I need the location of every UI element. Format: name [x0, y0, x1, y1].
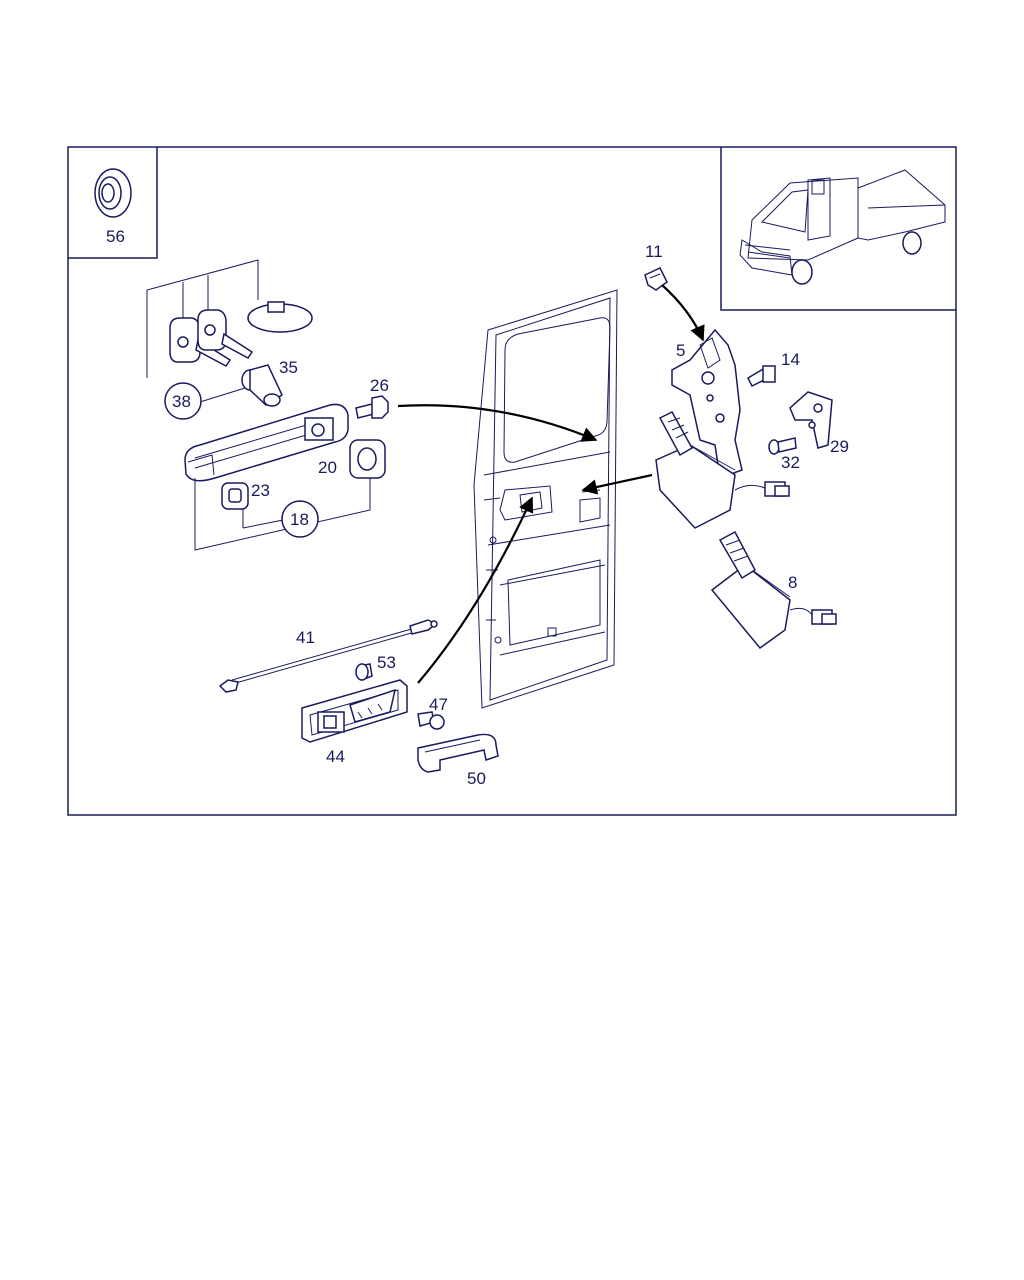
arrow-clip-to-lock — [661, 284, 705, 342]
gasket-23 — [221, 482, 249, 510]
callout-circle-38 — [164, 382, 202, 420]
key-blank-right — [197, 309, 254, 359]
screw-47: 47 — [417, 695, 448, 730]
label-47: 47 — [429, 695, 448, 714]
label-56: 56 — [106, 227, 125, 246]
callout-circle-18 — [281, 500, 319, 538]
plug-53: 53 — [355, 653, 396, 682]
label-18: 18 — [290, 510, 309, 529]
label-11: 11 — [645, 242, 663, 261]
label-53: 53 — [377, 653, 396, 672]
central-lock-actuator-8: 8 — [710, 530, 837, 650]
label-35: 35 — [279, 358, 298, 377]
label-20: 20 — [318, 458, 337, 477]
outer-door-handle — [184, 403, 349, 482]
gasket-20: 20 — [318, 439, 386, 479]
clip-11: 11 — [644, 242, 668, 291]
pull-grip-50: 50 — [417, 733, 499, 788]
screw-26: 26 — [355, 376, 389, 419]
key-ring — [247, 301, 313, 333]
diagram-frame — [67, 146, 957, 816]
bolt-14: 14 — [747, 350, 800, 388]
label-32: 32 — [781, 453, 800, 472]
label-38: 38 — [172, 392, 191, 411]
inner-handle-44: 44 — [301, 679, 408, 766]
callout-group-38: 38 — [146, 259, 313, 420]
label-44: 44 — [326, 747, 345, 766]
label-26: 26 — [370, 376, 389, 395]
label-8: 8 — [788, 573, 797, 592]
label-23: 23 — [251, 481, 270, 500]
central-lock-actuator-upper — [655, 411, 790, 529]
arrow-lock-to-door — [581, 473, 653, 495]
label-5: 5 — [676, 341, 685, 360]
label-41: 41 — [296, 628, 315, 647]
label-50: 50 — [467, 769, 486, 788]
bracket-29: 29 — [789, 391, 849, 456]
vehicle-inset — [720, 147, 956, 311]
rear-door-panel — [473, 289, 618, 709]
label-14: 14 — [781, 350, 800, 369]
truck-icon — [739, 169, 946, 285]
arrow-handle-to-door — [397, 404, 598, 442]
control-rod-41: 41 — [218, 619, 438, 693]
inset-part-56: 56 — [68, 147, 158, 259]
arrow-inner-handle-to-door — [417, 496, 534, 684]
grommet-56 — [94, 168, 132, 218]
screw-32: 32 — [768, 437, 800, 472]
callout-group-18: 23 18 — [194, 478, 371, 551]
label-29: 29 — [830, 437, 849, 456]
lock-cylinder-35: 35 — [241, 358, 298, 407]
